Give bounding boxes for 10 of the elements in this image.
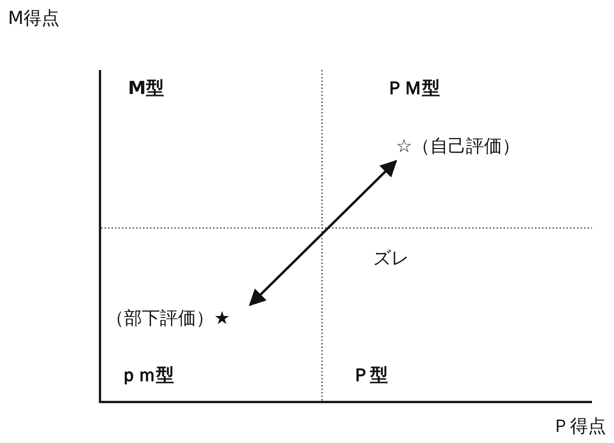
quadrant-label: ｐｍ型 [120, 365, 174, 387]
star-label: （部下評価）★ [104, 305, 232, 333]
axis-label: Ｐ得点 [552, 416, 606, 438]
quadrant-label: M型 [128, 78, 164, 100]
quadrant-label: ＰＭ型 [386, 78, 440, 100]
double-arrow [248, 160, 398, 306]
star-label: ☆（自己評価） [394, 133, 522, 161]
axis-label: M得点 [8, 8, 60, 30]
edge-label: ズレ [373, 248, 409, 270]
quadrant-label: Ｐ型 [352, 365, 388, 387]
